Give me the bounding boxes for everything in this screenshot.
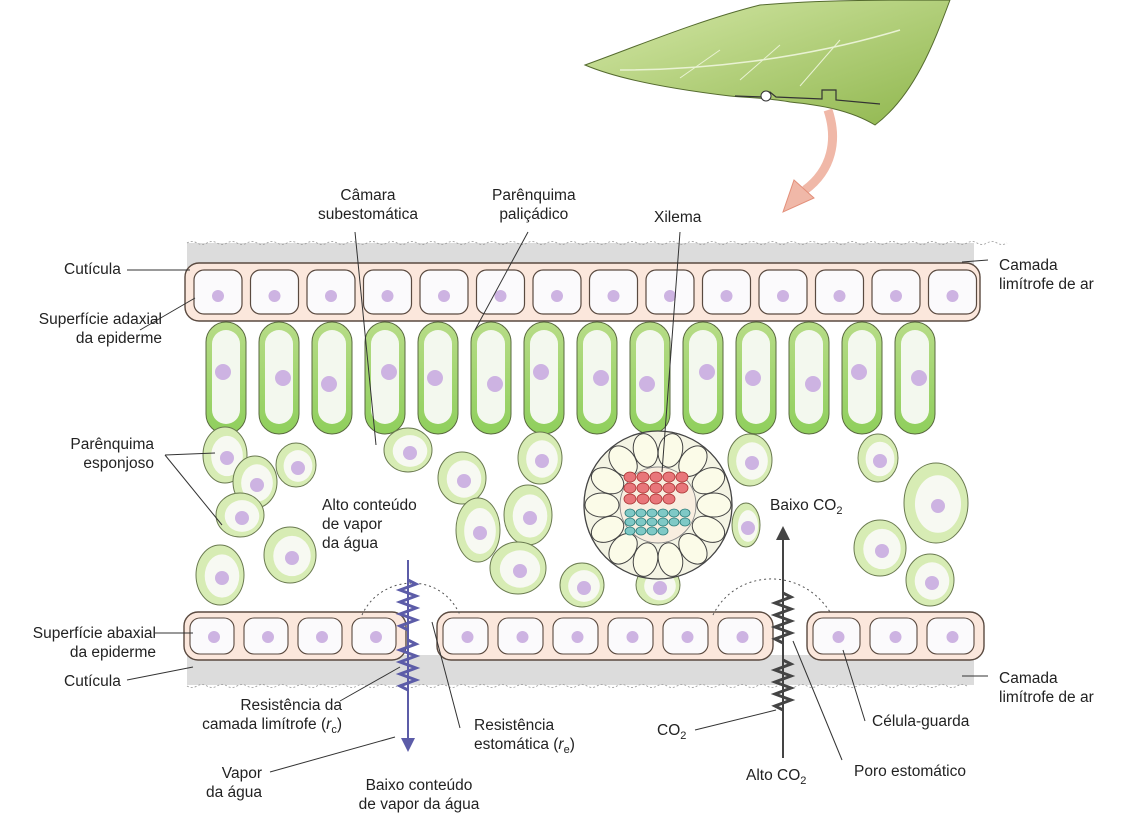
- palisade-cell: [206, 322, 246, 434]
- lower-epidermis: [184, 612, 984, 660]
- leaf-illustration: [585, 0, 950, 125]
- baixo-co2-label: Baixo CO2: [770, 496, 842, 521]
- lower-epidermis-cell: [553, 618, 598, 654]
- lower-epidermis-cell: [190, 618, 234, 654]
- lower-epidermis-cell: [813, 618, 860, 654]
- vascular-bundle: [584, 431, 732, 579]
- palisade-cell: [312, 322, 352, 434]
- palisade-cell: [736, 322, 776, 434]
- spongy-cell: [854, 520, 906, 576]
- pointer-arrow: [783, 110, 833, 212]
- upper-epidermis-cell: [477, 270, 525, 314]
- spongy-cell: [504, 485, 552, 545]
- spongy-cell: [728, 434, 772, 486]
- resistencia-estomatica-label: Resistência estomática (re): [474, 716, 575, 760]
- palisade-cell: [577, 322, 617, 434]
- spongy-cell: [858, 434, 898, 482]
- upper-epidermis-cell: [872, 270, 920, 314]
- spongy-cell: [384, 428, 432, 472]
- xilema-label: Xilema: [654, 208, 701, 227]
- lower-epidermis-cell: [870, 618, 917, 654]
- spongy-cell: [276, 443, 316, 487]
- lower-epidermis-cell: [244, 618, 288, 654]
- spongy-cell: [560, 563, 604, 607]
- lower-epidermis-cell: [608, 618, 653, 654]
- spongy-cell: [216, 493, 264, 537]
- spongy-cell: [490, 542, 546, 594]
- resistencia-camada-label: Resistência da camada limítrofe (rc): [178, 696, 342, 740]
- lower-epidermis-cell: [498, 618, 543, 654]
- co2-in-label: CO2: [657, 721, 686, 746]
- upper-epidermis-cell: [533, 270, 581, 314]
- lower-epidermis-cell: [352, 618, 396, 654]
- upper-epidermis-cell: [251, 270, 299, 314]
- spongy-cell: [906, 554, 954, 606]
- bundle-sheath-cell: [585, 493, 619, 517]
- upper-epidermis-cell: [194, 270, 242, 314]
- upper-epidermis-cell: [703, 270, 751, 314]
- spongy-cell: [732, 503, 760, 547]
- upper-epidermis: [185, 263, 980, 321]
- palisade-parenchyma: [206, 322, 935, 434]
- lower-epidermis-cell: [298, 618, 342, 654]
- spongy-parenchyma: [196, 427, 968, 607]
- upper-epidermis-cell: [590, 270, 638, 314]
- palisade-cell: [259, 322, 299, 434]
- upper-epidermis-cell: [307, 270, 355, 314]
- spongy-cell: [264, 527, 316, 583]
- alto-co2-label: Alto CO2: [746, 766, 806, 791]
- poro-estomatico-label: Poro estomático: [854, 762, 966, 781]
- right-stoma-arc: [713, 579, 830, 615]
- co2-path: [775, 526, 791, 758]
- spongy-cell: [456, 498, 500, 562]
- palisade-cell: [418, 322, 458, 434]
- spongy-cell: [438, 452, 486, 504]
- lower-epidermis-segment: [184, 612, 406, 660]
- palisade-cell: [842, 322, 882, 434]
- spongy-cell: [904, 463, 968, 543]
- upper-epidermis-cell: [816, 270, 864, 314]
- upper-epidermis-cell: [759, 270, 807, 314]
- cuticula-bottom-label: Cutícula: [64, 672, 121, 691]
- upper-epidermis-cell: [420, 270, 468, 314]
- palisade-cell: [683, 322, 723, 434]
- palisade-cell: [365, 322, 405, 434]
- palisade-cell: [471, 322, 511, 434]
- lower-epidermis-cell: [718, 618, 763, 654]
- cuticula-top-label: Cutícula: [64, 260, 121, 279]
- lower-epidermis-cell: [663, 618, 708, 654]
- lower-epidermis-cell: [443, 618, 488, 654]
- lower-epidermis-segment: [437, 612, 773, 660]
- spongy-cell: [196, 545, 244, 605]
- parenquima-esponjoso-label: Parênquimaesponjoso: [40, 435, 154, 473]
- spongy-cell: [518, 432, 562, 484]
- palisade-cell: [524, 322, 564, 434]
- celula-guarda-label: Célula-guarda: [872, 712, 969, 731]
- palisade-cell: [895, 322, 935, 434]
- palisade-cell: [789, 322, 829, 434]
- palisade-cell: [630, 322, 670, 434]
- lower-epidermis-segment: [807, 612, 984, 660]
- upper-epidermis-cell: [364, 270, 412, 314]
- upper-epidermis-cell: [929, 270, 977, 314]
- upper-epidermis-cell: [646, 270, 694, 314]
- bundle-sheath-cell: [697, 493, 731, 517]
- lower-epidermis-cell: [927, 618, 974, 654]
